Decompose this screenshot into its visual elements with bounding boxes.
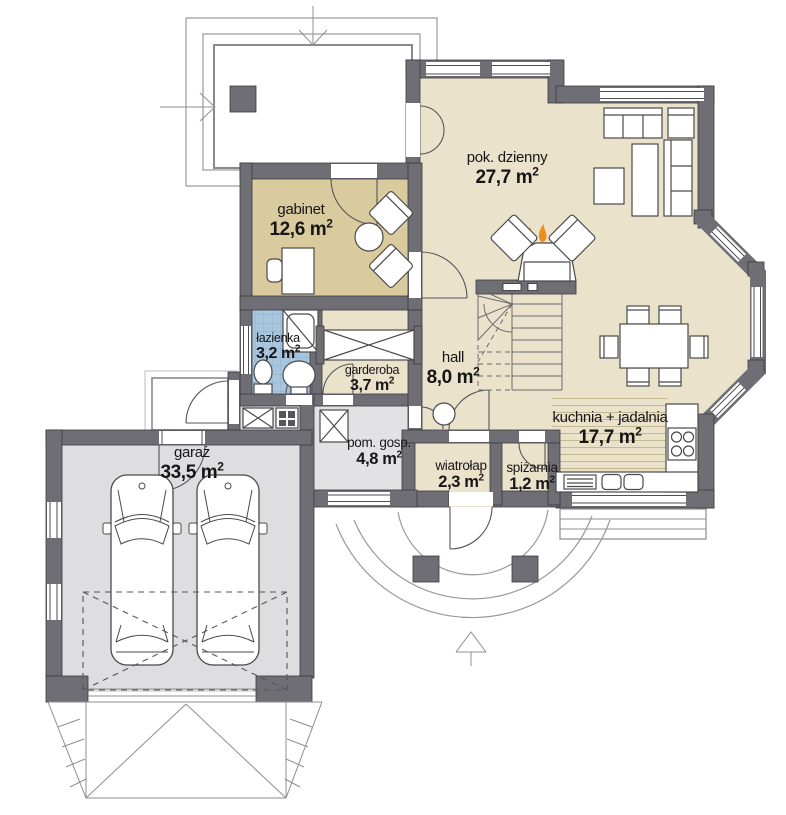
terrace-column [229, 85, 257, 113]
porch-door [185, 380, 229, 424]
hall-plant [432, 402, 456, 426]
garage-contents [82, 474, 288, 697]
wardrobe [315, 325, 423, 365]
gabinet-door [420, 251, 468, 299]
kitchen-step [559, 508, 707, 540]
utility-fixtures [242, 407, 349, 443]
roof-overhang-dashed [82, 591, 288, 691]
desk-chair [266, 258, 283, 283]
french-door-leaf [419, 105, 445, 131]
entry-ridge-marker [455, 631, 487, 666]
armchair-diag [548, 214, 596, 262]
entry-column [511, 555, 539, 583]
door-gaps [159, 103, 545, 506]
bathroom-fixtures [253, 309, 319, 395]
side-table [631, 143, 659, 217]
living-furniture [490, 107, 695, 262]
coffee-table [593, 167, 625, 205]
car-left [102, 474, 182, 666]
entry-column [412, 555, 440, 583]
sofa [603, 107, 663, 139]
armchair-diag [490, 214, 538, 262]
garage-roof-outline [47, 701, 323, 799]
bay-windows [710, 226, 763, 418]
toilet [253, 359, 273, 385]
spizarnia-door [518, 442, 546, 470]
roof-ridge-arrow-left [160, 92, 216, 122]
armchair [667, 107, 695, 139]
round-table [354, 222, 384, 252]
roof-ridge-arrow-top [298, 6, 328, 46]
dining-table [619, 323, 689, 369]
floor-kitchen-stripes [552, 398, 668, 474]
kitchen-counters [555, 403, 699, 493]
floor-garage [60, 440, 302, 692]
fireplace-wall [475, 279, 577, 295]
sink [601, 473, 622, 491]
stove [667, 427, 697, 461]
entrance-steps [335, 509, 611, 666]
washbasin [282, 360, 316, 390]
desk [281, 247, 315, 295]
sofa-right [663, 139, 693, 217]
garderoba-door [322, 363, 354, 395]
terrace [160, 6, 438, 187]
windows [47, 62, 763, 620]
stairs [477, 293, 563, 391]
car-right [188, 474, 268, 666]
front-door [449, 506, 493, 550]
gabinet-furniture [266, 191, 413, 295]
dining-set [599, 305, 709, 387]
